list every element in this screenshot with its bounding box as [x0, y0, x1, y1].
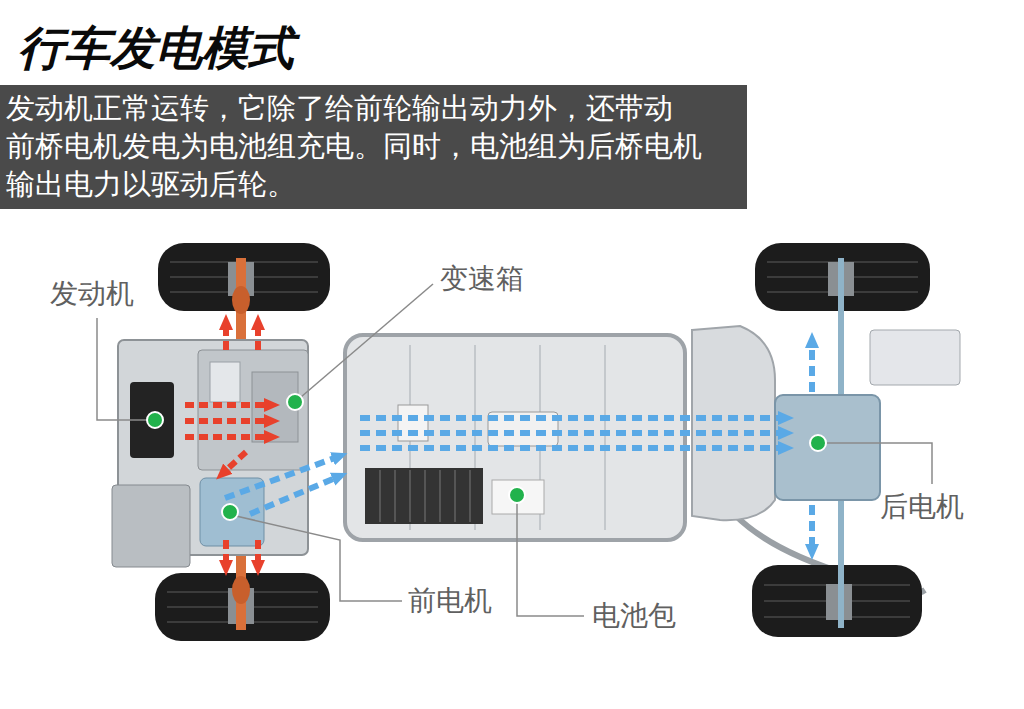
part-label: 变速箱	[440, 262, 524, 296]
tires	[155, 243, 930, 641]
part-markers	[147, 394, 826, 520]
electric-power-flow	[225, 340, 812, 552]
rear-drive	[692, 258, 960, 628]
caption-band: 发动机正常运转，它除了给前轮输出动力外，还带动 前桥电机发电为电池组充电。同时，…	[0, 85, 747, 209]
part-label: 发动机	[50, 277, 134, 311]
caption-text: 发动机正常运转，它除了给前轮输出动力外，还带动 前桥电机发电为电池组充电。同时，…	[6, 89, 737, 203]
leader-lines	[97, 284, 932, 616]
page-title: 行车发电模式	[18, 20, 294, 76]
battery-pack	[345, 335, 685, 540]
engine-block	[112, 340, 308, 567]
engine-power-flow	[185, 322, 272, 568]
part-label: 电池包	[592, 599, 676, 633]
part-label: 后电机	[880, 490, 964, 524]
part-label: 前电机	[408, 584, 492, 618]
